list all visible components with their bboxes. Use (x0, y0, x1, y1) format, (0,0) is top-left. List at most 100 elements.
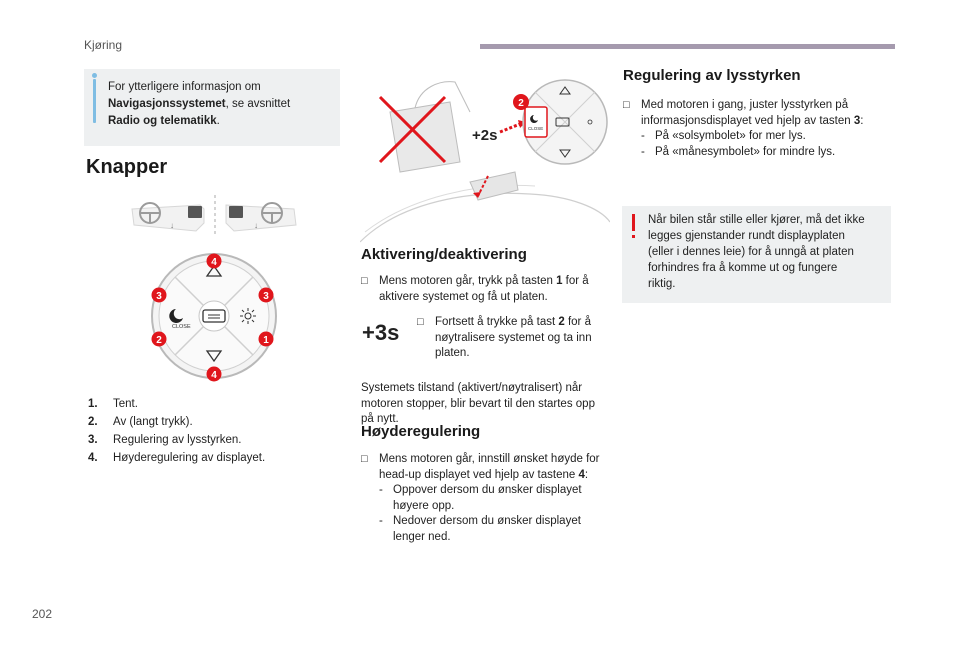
warning-text: Når bilen står stille eller kjører, må d… (648, 212, 886, 292)
dash-item: - Oppover dersom du ønsker displayet høye… (361, 483, 616, 514)
warning-line: Når bilen står stille eller kjører, må d… (648, 214, 865, 226)
sun-icon (240, 308, 256, 324)
info-line-1: For ytterligere informasjon om (108, 81, 261, 93)
dash-marker: - (379, 484, 383, 496)
list-text: Regulering av lysstyrken. (113, 434, 242, 446)
bullet-row: □ Med motoren i gang, juster lysstyrken … (623, 98, 893, 129)
key-2: 2 (558, 316, 565, 328)
info-text: For ytterligere informasjon om Navigasjo… (108, 79, 333, 130)
key-4: 4 (578, 468, 585, 481)
info-icon-dot (92, 73, 97, 78)
checkbox-icon: □ (361, 275, 368, 287)
p3-line-1: Systemets tilstand (aktivert/nøytraliser… (361, 382, 583, 394)
list-num: 3. (88, 434, 98, 446)
svg-text:2: 2 (156, 335, 162, 346)
bullet-text: Mens motoren går, trykk på tasten 1 for … (379, 274, 589, 305)
info-line-2-rest: , se avsnittet (225, 98, 291, 110)
close-label-small: CLOSE (528, 126, 543, 131)
hoyde-d2-line-2: lenger ned. (393, 530, 451, 543)
list-num: 4. (88, 452, 98, 464)
lys-d1: På «solsymbolet» for mer lys. (655, 130, 806, 142)
windshield-icon (202, 309, 226, 323)
lysstyrke-title: Regulering av lysstyrken (623, 67, 801, 84)
warning-box: Når bilen står stille eller kjører, må d… (622, 206, 891, 303)
hoyde-line-2a: head-up displayet ved hjelp av tastene (379, 468, 579, 481)
close-label: CLOSE (172, 324, 191, 330)
button-list: 1. Tent. 2. Av (langt trykk). 3. Regulering… (88, 395, 338, 467)
warning-line: legges gjenstander rundt displayplaten (648, 230, 845, 242)
dash-item: - På «solsymbolet» for mer lys. (623, 129, 893, 145)
lys-line-2a: informasjonsdisplayet ved hjelp av taste… (641, 114, 854, 127)
p2-line-3: platen. (435, 347, 470, 359)
svg-text:3: 3 (156, 291, 162, 302)
lys-d2: På «månesymbolet» for mindre lys. (655, 145, 836, 158)
knapper-title: Knapper (86, 156, 168, 178)
header-divider (480, 44, 895, 49)
key-1: 1 (556, 275, 563, 287)
callout-4-bottom: 4 (206, 366, 222, 382)
p1-line-1a: Mens motoren går, trykk på tasten (379, 275, 557, 287)
info-icon (93, 79, 96, 123)
hoyde-line-1: Mens motoren går, innstill ønsket høyde … (379, 453, 600, 465)
headup-display-illustration: +2s CLOSE 2 (360, 79, 610, 243)
badge-3s: +3s (362, 320, 400, 345)
svg-text:4: 4 (211, 257, 217, 268)
aktivering-p3: Systemets tilstand (aktivert/nøytraliser… (361, 381, 616, 428)
aktivering-p2: □ Fortsett å trykke på tast 2 for å nøyt… (417, 315, 612, 362)
p1-line-1b: for å (562, 275, 589, 287)
dash-item: - På «månesymbolet» for mindre lys. (623, 145, 893, 161)
checkbox-icon: □ (417, 316, 424, 328)
p3-line-2: motoren stopper, blir bevart til den sta… (361, 397, 595, 410)
svg-text:↓: ↓ (170, 221, 174, 230)
aktivering-title: Aktivering/deaktivering (361, 246, 527, 263)
p3-line-3: på nytt. (361, 413, 399, 425)
bullet-row: □ Mens motoren går, trykk på tasten 1 fo… (361, 274, 611, 305)
hoyde-line-2b: : (584, 468, 589, 481)
callout-4-top: 4 (206, 253, 222, 269)
hoyde-d1-line-2: høyere opp. (393, 499, 455, 512)
page-number: 202 (32, 607, 53, 621)
callout-3-left: 3 (151, 287, 167, 303)
svg-text:4: 4 (211, 370, 217, 381)
list-text: Av (langt trykk). (113, 416, 193, 428)
lys-line-1: Med motoren i gang, juster lysstyrken på (641, 99, 849, 111)
dash-marker: - (641, 130, 645, 142)
hoyde-p1: □ Mens motoren går, innstill ønsket høyd… (361, 452, 616, 545)
info-line-2: Navigasjonssystemet, se avsnittet (108, 96, 333, 113)
list-item: 3. Regulering av lysstyrken. (88, 431, 338, 449)
bullet-row: □ Mens motoren går, innstill ønsket høyd… (361, 452, 616, 483)
list-text: Høyderegulering av displayet. (113, 452, 266, 464)
dash-marker: - (641, 145, 645, 158)
section-label: Kjøring (84, 38, 123, 52)
dash-marker: - (379, 515, 383, 527)
list-num: 1. (88, 398, 98, 410)
p2-line-1b: for å (564, 316, 591, 328)
warning-line: riktig. (648, 278, 676, 290)
list-item: 1. Tent. (88, 395, 338, 413)
lysstyrke-p1: □ Med motoren i gang, juster lysstyrken … (623, 98, 893, 160)
hoyde-d2-line-1: Nedover dersom du ønsker displayet (393, 515, 581, 527)
svg-text:3: 3 (263, 291, 269, 302)
hoyde-title: Høyderegulering (361, 423, 481, 440)
info-line-3-rest: . (216, 115, 220, 127)
hoyde-d1-line-1: Oppover dersom du ønsker displayet (393, 484, 582, 496)
lys-line-2b: : (860, 114, 864, 127)
callout-2-illustration: 2 (518, 98, 524, 109)
callout-2: 2 (151, 331, 167, 347)
info-line-3: Radio og telematikk. (108, 113, 333, 130)
checkbox-icon: □ (361, 453, 368, 465)
bullet-text: Fortsett å trykke på tast 2 for å nøytra… (435, 315, 592, 362)
svg-text:1: 1 (263, 335, 269, 346)
list-num: 2. (88, 416, 98, 428)
callout-3-right: 3 (258, 287, 274, 303)
steering-wheel-illustration: ↓ ↓ (131, 195, 297, 237)
bullet-row: □ Fortsett å trykke på tast 2 for å nøyt… (417, 315, 612, 362)
p2-line-1a: Fortsett å trykke på tast (435, 316, 559, 328)
list-item: 4. Høyderegulering av displayet. (88, 449, 338, 467)
moon-icon (169, 309, 183, 323)
list-text: Tent. (113, 398, 138, 410)
dash-item: - Nedover dersom du ønsker displayet leng… (361, 514, 616, 545)
p2-line-2: nøytralisere systemet og ta inn (435, 331, 592, 344)
triangle-up-icon (205, 264, 223, 277)
badge-2s: +2s (472, 127, 497, 144)
